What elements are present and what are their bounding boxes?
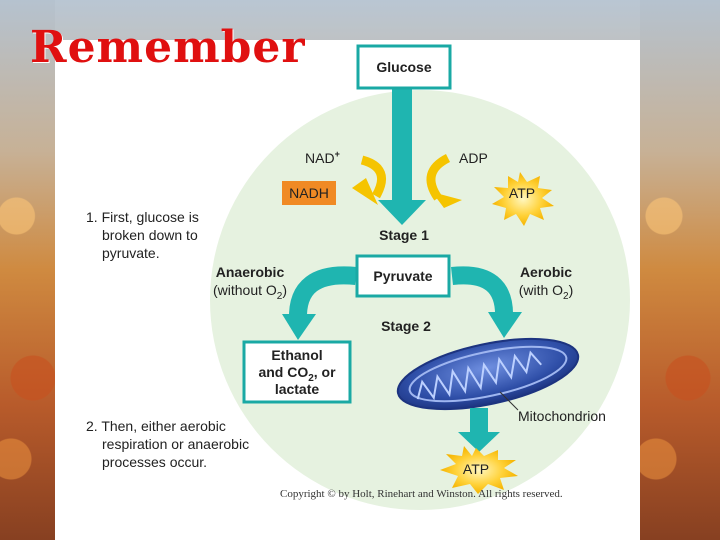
ethanol-box: Ethanol and CO2, or lactate	[242, 340, 352, 404]
pyruvate-label: Pyruvate	[373, 268, 432, 284]
mitochondrion-pointer	[499, 391, 519, 411]
lactate-label: lactate	[275, 381, 320, 397]
pyruvate-box: Pyruvate	[355, 254, 451, 298]
nad-arrowhead	[352, 178, 378, 205]
aerobic-branch-arrow	[451, 266, 514, 319]
anaerobic-arrowhead	[282, 314, 316, 340]
adp-arrowhead	[432, 192, 462, 208]
aerobic-label: Aerobic	[520, 264, 572, 280]
ethanol-co2-label: and CO2, or	[258, 364, 336, 384]
nad-curved-arrow	[360, 155, 387, 199]
note2-line2: respiration or anaerobic	[102, 436, 249, 452]
anaerobic-branch-arrow	[288, 266, 357, 321]
anaerobic-condition: (without O2)	[213, 282, 287, 302]
mitochondrion-graphic	[396, 337, 580, 411]
note1-line2: broken down to	[102, 227, 198, 243]
stage1-label: Stage 1	[379, 227, 429, 243]
background-left	[0, 0, 55, 540]
atp-down-arrow	[458, 408, 500, 452]
copyright-notice: Copyright © by Holt, Rinehart and Winsto…	[280, 488, 563, 500]
nadh-label: NADH	[289, 185, 329, 201]
ethanol-label: Ethanol	[271, 347, 322, 363]
glucose-label: Glucose	[376, 59, 431, 75]
nad-plus-label: NAD+	[305, 149, 340, 166]
nadh-box: NADH	[282, 181, 336, 205]
atp-top-label: ATP	[509, 185, 535, 201]
note2-line1: 2. Then, either aerobic	[86, 418, 226, 434]
mitochondrion-label: Mitochondrion	[518, 408, 606, 424]
atp-bottom-burst: ATP	[440, 446, 518, 494]
aerobic-arrowhead	[488, 312, 522, 338]
background-right	[640, 0, 720, 540]
glucose-box: Glucose	[356, 44, 452, 90]
note2-line3: processes occur.	[102, 454, 207, 470]
anaerobic-label: Anaerobic	[216, 264, 285, 280]
adp-label: ADP	[459, 150, 488, 166]
atp-top-burst: ATP	[492, 172, 554, 226]
note1-line1: 1. First, glucose is	[86, 209, 199, 225]
aerobic-condition: (with O2)	[519, 282, 574, 302]
glucose-down-arrow	[378, 88, 426, 225]
atp-bottom-label: ATP	[463, 461, 489, 477]
note1-line3: pyruvate.	[102, 245, 160, 261]
stage2-label: Stage 2	[381, 318, 431, 334]
slide-title: Remember	[30, 22, 306, 73]
